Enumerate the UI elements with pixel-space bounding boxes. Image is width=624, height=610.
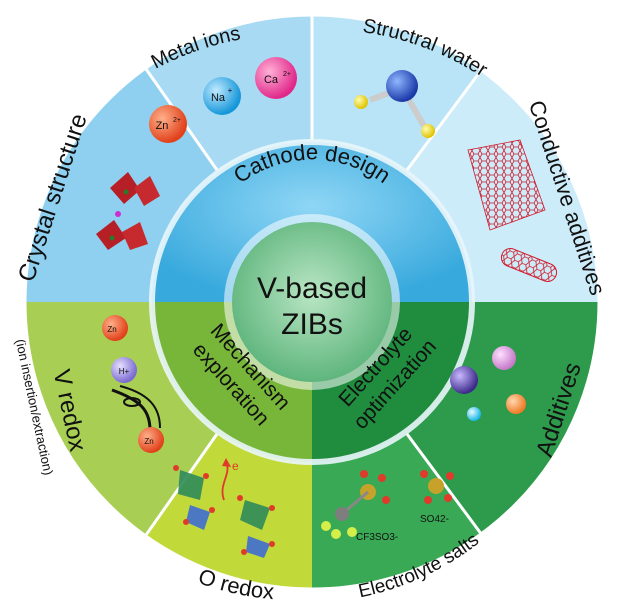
zn-ion-ball	[149, 105, 187, 143]
ca-ion-ball	[255, 57, 297, 99]
center-title-line2: ZIBs	[281, 308, 343, 341]
electron-label: e	[232, 459, 239, 473]
ca-ion-label: Ca	[264, 74, 279, 86]
metal-ion-balls: Zn 2+ Na + Ca 2+	[149, 57, 297, 143]
water-molecule-icon	[354, 70, 435, 138]
center-title-line1: V-based	[257, 272, 367, 305]
zn-bottom-label: Zn	[144, 437, 153, 446]
cf3so3-label: CF3SO3-	[356, 532, 398, 543]
zn-ion-ball-top	[102, 315, 128, 341]
na-ion-ball	[203, 77, 241, 115]
additives-balls-icon	[450, 346, 526, 421]
carbon-nanotube-icon	[500, 248, 558, 282]
o-redox-icon: e	[173, 458, 275, 558]
electrolyte-salts-icon: CF3SO3- SO42-	[321, 470, 454, 543]
ca-ion-charge: 2+	[283, 71, 291, 78]
h-ion-label: H+	[119, 367, 130, 376]
na-ion-label: Na	[211, 92, 226, 104]
graphene-sheet-icon	[467, 139, 546, 231]
zn-ion-ball-bottom	[138, 427, 164, 453]
crystal-structure-icon	[96, 172, 160, 250]
na-ion-charge: +	[228, 86, 233, 95]
so4-label: SO42-	[420, 514, 449, 525]
zn-ion-label: Zn	[156, 120, 169, 132]
v-redox-icon: Zn H+ Zn	[102, 315, 164, 453]
center-hub: V-based ZIBs	[224, 214, 400, 390]
zn-top-label: Zn	[107, 325, 116, 334]
h-ion-ball	[111, 357, 137, 383]
center-circle	[232, 222, 392, 382]
zn-ion-charge: 2+	[173, 117, 181, 124]
